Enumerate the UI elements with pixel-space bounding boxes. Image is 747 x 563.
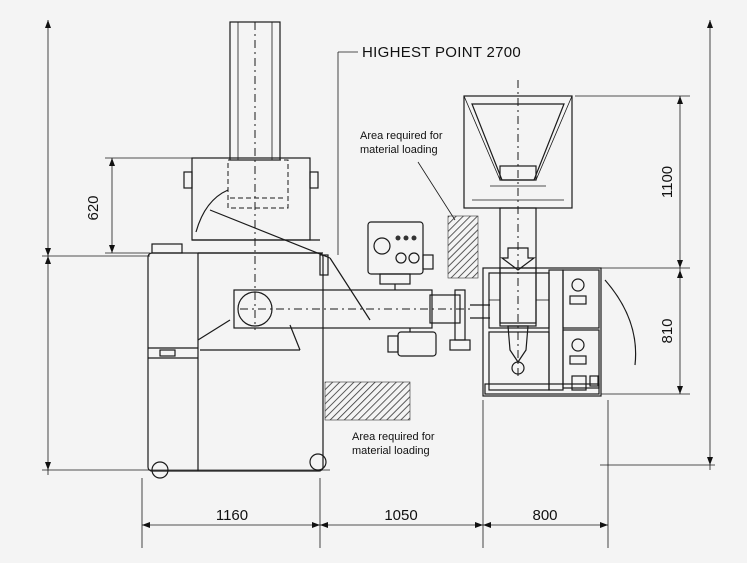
arm-diagonal bbox=[209, 209, 331, 259]
dimension-1100: 1100 bbox=[575, 95, 690, 269]
dim-1160-label: 1160 bbox=[216, 507, 248, 524]
highest-point-leader bbox=[337, 51, 358, 255]
area-bottom-label-line1: Area required for bbox=[352, 431, 435, 443]
dimension-810: 810 bbox=[601, 268, 690, 395]
dim-1100-label: 1100 bbox=[659, 166, 676, 198]
area-top-label-line2: material loading bbox=[360, 144, 438, 156]
area-bottom-label-line2: material loading bbox=[352, 445, 430, 457]
dimension-bottom: 1160 1050 800 bbox=[141, 400, 609, 548]
highest-point-label: HIGHEST POINT 2700 bbox=[362, 44, 521, 61]
control-box bbox=[367, 221, 434, 290]
dim-810-label: 810 bbox=[659, 318, 676, 343]
area-top-label-line1: Area required for bbox=[360, 130, 443, 142]
loading-area-hatch-bottom bbox=[324, 381, 411, 421]
dim-800-label: 800 bbox=[532, 507, 557, 524]
feeder-unit bbox=[482, 267, 637, 397]
main-cabinet bbox=[147, 243, 329, 479]
vertical-mast bbox=[229, 21, 281, 330]
arm-diagonal-lower bbox=[329, 257, 371, 321]
dim-1050-label: 1050 bbox=[384, 507, 417, 524]
upper-head-housing bbox=[183, 157, 320, 241]
leader-top-area bbox=[417, 161, 456, 221]
dim-620-label: 620 bbox=[85, 195, 102, 220]
horizontal-arm bbox=[233, 289, 490, 351]
hopper bbox=[463, 80, 573, 380]
dimension-left-overall bbox=[42, 20, 150, 470]
loading-area-hatch-top bbox=[447, 215, 479, 279]
hopper-chute bbox=[499, 207, 537, 324]
dimension-620: 620 bbox=[85, 157, 200, 254]
motor bbox=[387, 328, 437, 357]
